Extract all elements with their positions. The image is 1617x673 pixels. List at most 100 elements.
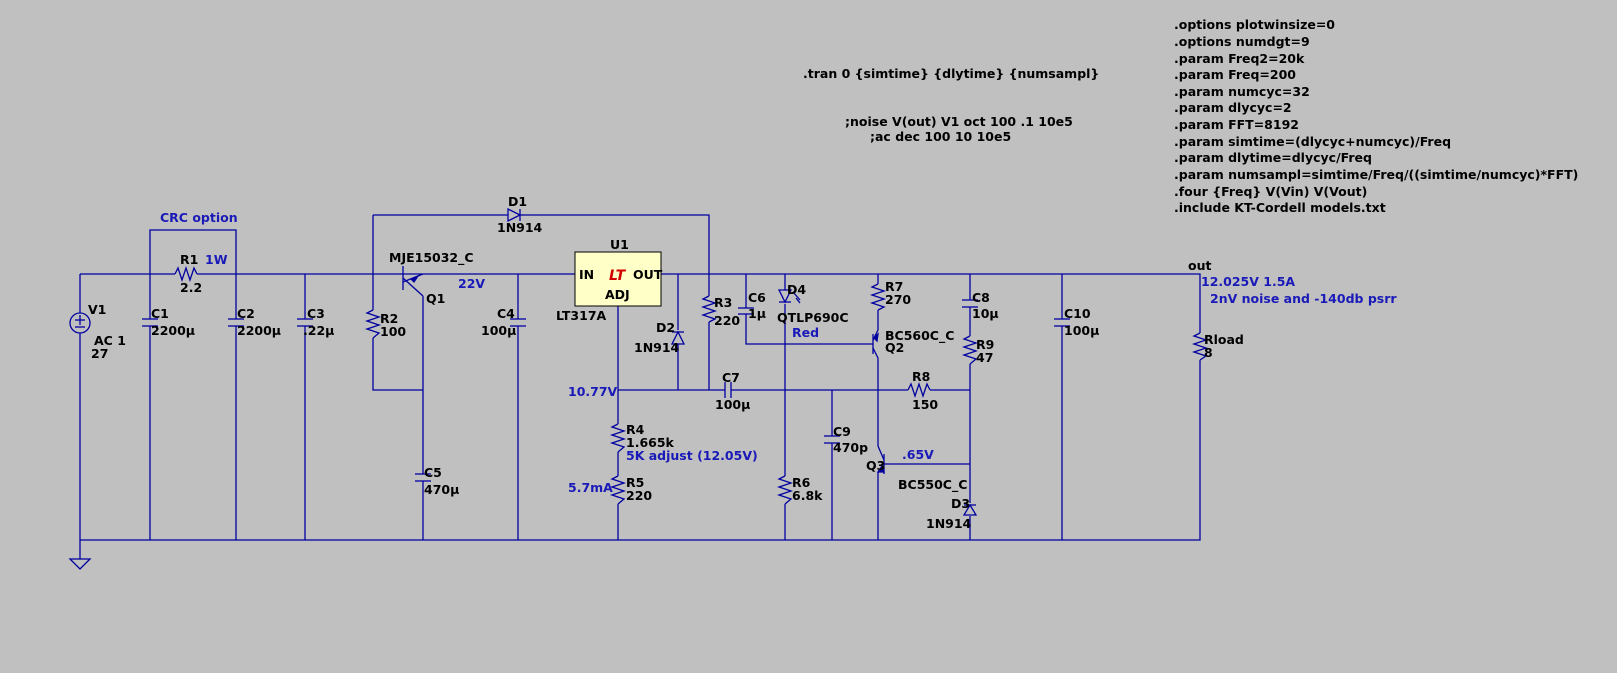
directive-line: .param simtime=(dlycyc+numcyc)/Freq: [1174, 134, 1451, 149]
directive-line: .param dlycyc=2: [1174, 100, 1292, 115]
adj-voltage-label: 10.77V: [568, 384, 618, 399]
d1-ref: D1: [508, 194, 527, 209]
c8-ref: C8: [972, 290, 990, 305]
v1-value2: 27: [91, 346, 108, 361]
q3-value: BC550C_C: [898, 477, 967, 493]
c4-value: 100µ: [481, 323, 516, 338]
rload-resistor: Rload 8: [1191, 332, 1244, 361]
c8-capacitor: C8 10µ: [962, 290, 999, 321]
q1-voltage-label: 22V: [458, 276, 485, 291]
r2-value: 100: [380, 324, 406, 339]
r3-ref: R3: [714, 295, 732, 310]
r6-resistor: R6 6.8k: [776, 475, 823, 505]
d3-value: 1N914: [926, 516, 972, 531]
noise-directive: ;noise V(out) V1 oct 100 .1 10e5: [845, 114, 1073, 129]
c3-value: .22µ: [303, 323, 334, 338]
r3-value: 220: [714, 313, 740, 328]
param-directives: .options plotwinsize=0 .options numdgt=9…: [1174, 17, 1578, 215]
r5-ref: R5: [626, 475, 644, 490]
output-spec-label: 12.025V 1.5A: [1201, 274, 1295, 289]
directive-line: .include KT-Cordell models.txt: [1174, 200, 1386, 215]
r9-value: 47: [976, 350, 993, 365]
r1-ref: R1: [180, 252, 198, 267]
c9-capacitor: C9 470p: [824, 424, 868, 455]
d4-led: D4 QTLP690C Red: [777, 282, 849, 340]
adjust-label: 5K adjust (12.05V): [626, 448, 758, 463]
c2-value: 2200µ: [237, 323, 281, 338]
u1-pin-out: OUT: [633, 267, 663, 282]
d4-ref: D4: [787, 282, 806, 297]
r4-ref: R4: [626, 422, 645, 437]
v1-value: AC 1: [94, 333, 126, 348]
c1-capacitor: C1 2200µ: [142, 306, 195, 338]
q3-ref: Q3: [866, 458, 885, 473]
r8-value: 150: [912, 397, 938, 412]
led-color-label: Red: [792, 325, 819, 340]
u1-pin-in: IN: [579, 267, 594, 282]
d1-value: 1N914: [497, 220, 543, 235]
u1-ref: U1: [610, 237, 629, 252]
directive-line: .param FFT=8192: [1174, 117, 1299, 132]
tran-directive: .tran 0 {simtime} {dlytime} {numsampl}: [803, 66, 1099, 81]
q1-transistor: MJE15032_C Q1: [389, 250, 474, 306]
q3-voltage-label: .65V: [902, 447, 934, 462]
u1-regulator: U1 IN LT OUT ADJ LT317A: [556, 237, 663, 323]
r2-resistor: R2 100: [364, 309, 406, 339]
q3-transistor: Q3 BC550C_C .65V: [866, 445, 967, 493]
u1-pin-adj: ADJ: [605, 287, 630, 302]
c7-capacitor: C7 100µ: [715, 370, 750, 412]
d3-ref: D3: [951, 496, 970, 511]
c6-value: 1µ: [748, 306, 766, 321]
current-label: 5.7mA: [568, 480, 613, 495]
r7-ref: R7: [885, 279, 903, 294]
lt-logo: LT: [609, 268, 627, 284]
crc-option-label: CRC option: [160, 210, 238, 225]
r4-resistor: R4 1.665k: [609, 422, 675, 453]
q1-ref: Q1: [426, 291, 445, 306]
d2-ref: D2: [656, 320, 675, 335]
c9-value: 470p: [833, 440, 868, 455]
c10-capacitor: C10 100µ: [1054, 306, 1099, 338]
c3-ref: C3: [307, 306, 325, 321]
directive-line: .param Freq2=20k: [1174, 51, 1305, 66]
r5-value: 220: [626, 488, 652, 503]
r8-resistor: R8 150: [907, 369, 938, 412]
c1-ref: C1: [151, 306, 169, 321]
r3-resistor: R3 220: [700, 295, 740, 328]
d3-diode: D3 1N914: [926, 496, 978, 531]
rload-value: 8: [1204, 345, 1213, 360]
r9-resistor: R9 47: [961, 335, 994, 365]
v1-source: V1 AC 1 27: [69, 302, 126, 361]
net-out-label: out: [1188, 258, 1211, 273]
r8-ref: R8: [912, 369, 930, 384]
directive-line: .param Freq=200: [1174, 67, 1296, 82]
r5-resistor: R5 220: [609, 475, 652, 505]
ground-symbol: [68, 558, 92, 570]
r4-value: 1.665k: [626, 435, 675, 450]
r7-value: 270: [885, 292, 911, 307]
r6-value: 6.8k: [792, 488, 823, 503]
directive-line: .options plotwinsize=0: [1174, 17, 1335, 32]
directive-line: .param numsampl=simtime/Freq/((simtime/n…: [1174, 167, 1578, 182]
v1-ref: V1: [88, 302, 106, 317]
rload-ref: Rload: [1204, 332, 1244, 347]
c5-capacitor: C5 470µ: [415, 465, 459, 497]
r1-resistor: R1 2.2: [174, 252, 202, 295]
directive-line: .four {Freq} V(Vin) V(Vout): [1174, 184, 1367, 199]
q2-transistor: BC560C_C Q2: [872, 328, 954, 359]
r7-resistor: R7 270: [869, 279, 911, 311]
c7-value: 100µ: [715, 397, 750, 412]
directive-line: .options numdgt=9: [1174, 34, 1310, 49]
ac-directive: ;ac dec 100 10 10e5: [870, 129, 1011, 144]
c4-capacitor: C4 100µ: [481, 306, 526, 338]
c5-value: 470µ: [424, 482, 459, 497]
c3-capacitor: C3 .22µ: [297, 306, 334, 338]
r6-ref: R6: [792, 475, 811, 490]
c6-ref: C6: [748, 290, 766, 305]
c1-value: 2200µ: [151, 323, 195, 338]
q1-value: MJE15032_C: [389, 250, 474, 266]
d2-diode: D2 1N914: [634, 320, 686, 355]
c9-ref: C9: [833, 424, 851, 439]
d1-diode: D1 1N914: [497, 194, 543, 235]
